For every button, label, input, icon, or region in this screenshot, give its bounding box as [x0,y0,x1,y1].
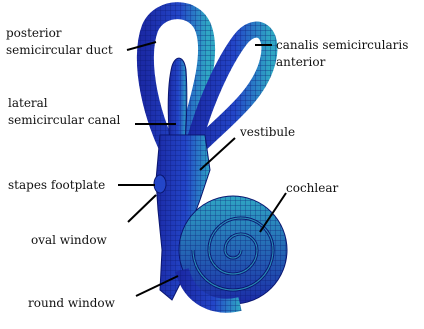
posterior-label-line-2: semicircular duct [6,42,113,59]
anterior-label-line-1: canalis semicircularis [276,37,408,54]
posterior-label-line-1: posterior [6,25,113,42]
oval-window-label: oval window [31,232,107,249]
stapes-footplate-label: stapes footplate [8,177,105,194]
vestibule-label: vestibule [240,124,295,141]
oval-window-leader-line [128,195,156,222]
cochlear-label: cochlear [286,180,338,197]
canalis-semicircularis-anterior-label: canalis semicircularis anterior [276,37,408,71]
posterior-semicircular-duct-label: posterior semicircular duct [6,25,113,59]
round-window-label: round window [28,295,115,312]
cochlea-shape [179,196,287,306]
lateral-semicircular-canal-label: lateral semicircular canal [8,95,120,129]
lateral-label-line-2: semicircular canal [8,112,120,129]
lateral-label-line-1: lateral [8,95,120,112]
anterior-label-line-2: anterior [276,54,408,71]
